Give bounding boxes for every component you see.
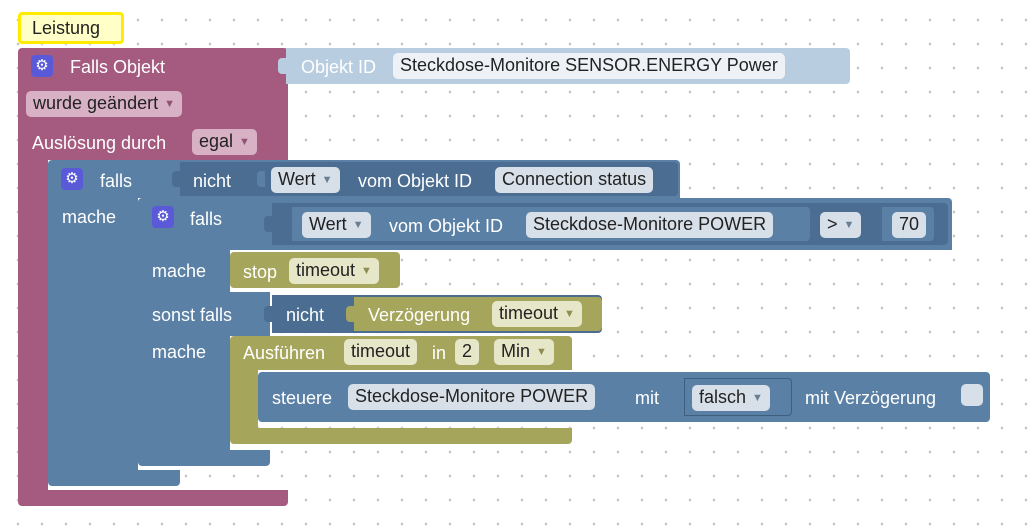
puzzle-notch xyxy=(346,306,354,322)
exec-amount-field[interactable]: 2 xyxy=(455,339,480,365)
inner-if-footer xyxy=(138,450,270,466)
comment-bubble[interactable]: Leistung xyxy=(18,12,124,44)
outer-if-label: falls xyxy=(100,171,133,191)
else-if-row xyxy=(138,292,270,336)
exec-unit-dropdown[interactable]: Min▼ xyxy=(494,339,554,365)
object-field[interactable]: Steckdose-Monitore POWER xyxy=(526,212,774,238)
outer-do-label: mache xyxy=(62,207,117,227)
dropdown-arrow-icon: ▼ xyxy=(843,219,855,232)
exec-block-spine xyxy=(230,368,258,430)
bool-dropdown[interactable]: falsch▼ xyxy=(692,385,770,411)
dropdown-arrow-icon: ▼ xyxy=(752,392,763,405)
dropdown-arrow-icon: ▼ xyxy=(536,346,547,359)
puzzle-notch xyxy=(264,216,272,232)
control-label: steuere xyxy=(272,388,333,408)
in-label: in xyxy=(432,343,447,363)
event-block-footer xyxy=(18,490,288,506)
puzzle-notch xyxy=(278,58,286,74)
stop-label: stop xyxy=(243,262,278,282)
inner-do-label: mache xyxy=(152,261,207,281)
control-object-field[interactable]: Steckdose-Monitore POWER xyxy=(348,384,596,410)
outer-if-footer xyxy=(48,470,180,486)
puzzle-notch xyxy=(676,389,684,405)
puzzle-notch xyxy=(257,171,265,187)
event-title: Falls Objekt xyxy=(70,57,166,77)
value-dropdown[interactable]: Wert▼ xyxy=(271,167,340,193)
dropdown-arrow-icon: ▼ xyxy=(321,174,333,187)
exec-timer-field[interactable]: timeout xyxy=(344,339,418,365)
delay-checkbox[interactable] xyxy=(961,384,983,406)
dropdown-arrow-icon: ▼ xyxy=(352,219,364,232)
trigger-source-label: Auslösung durch xyxy=(32,133,167,153)
delay-label: Verzögerung xyxy=(368,305,471,325)
with-delay-label: mit Verzögerung xyxy=(805,388,937,408)
else-if-not-label: nicht xyxy=(286,305,325,325)
stop-timer-dropdown[interactable]: timeout▼ xyxy=(289,258,379,284)
exec-block-footer xyxy=(230,428,572,444)
trigger-dropdown[interactable]: wurde geändert▼ xyxy=(26,91,182,117)
gear-icon[interactable]: ⚙ xyxy=(152,206,174,228)
gear-icon[interactable]: ⚙ xyxy=(31,55,53,77)
with-label: mit xyxy=(635,388,659,408)
from-object-label: vom Objekt ID xyxy=(358,171,473,191)
object-id-field[interactable]: Steckdose-Monitore SENSOR.ENERGY Power xyxy=(393,53,785,79)
object-field[interactable]: Connection status xyxy=(495,167,654,193)
comment-label: Leistung xyxy=(32,18,101,38)
inner-if-label: falls xyxy=(190,209,223,229)
value-dropdown[interactable]: Wert▼ xyxy=(302,212,371,238)
else-if-label: sonst falls xyxy=(152,305,233,325)
number-field[interactable]: 70 xyxy=(892,212,927,238)
dropdown-arrow-icon: ▼ xyxy=(164,98,175,111)
outer-if-spine xyxy=(48,196,138,470)
exec-label: Ausführen xyxy=(243,343,326,363)
inner-if-spine xyxy=(138,248,230,450)
from-object-label: vom Objekt ID xyxy=(389,216,504,236)
dropdown-arrow-icon: ▼ xyxy=(239,136,250,149)
operator-dropdown[interactable]: >▼ xyxy=(820,212,862,238)
gear-icon[interactable]: ⚙ xyxy=(61,168,83,190)
inner-do2-label: mache xyxy=(152,342,207,362)
not-label: nicht xyxy=(193,171,232,191)
trigger-source-dropdown[interactable]: egal▼ xyxy=(192,129,257,155)
dropdown-arrow-icon: ▼ xyxy=(564,308,575,321)
puzzle-notch xyxy=(264,306,272,322)
delay-timer-dropdown[interactable]: timeout▼ xyxy=(492,301,582,327)
object-id-label: Objekt ID xyxy=(301,57,377,77)
event-block-spine xyxy=(18,158,48,492)
puzzle-notch xyxy=(172,171,180,187)
dropdown-arrow-icon: ▼ xyxy=(361,265,372,278)
